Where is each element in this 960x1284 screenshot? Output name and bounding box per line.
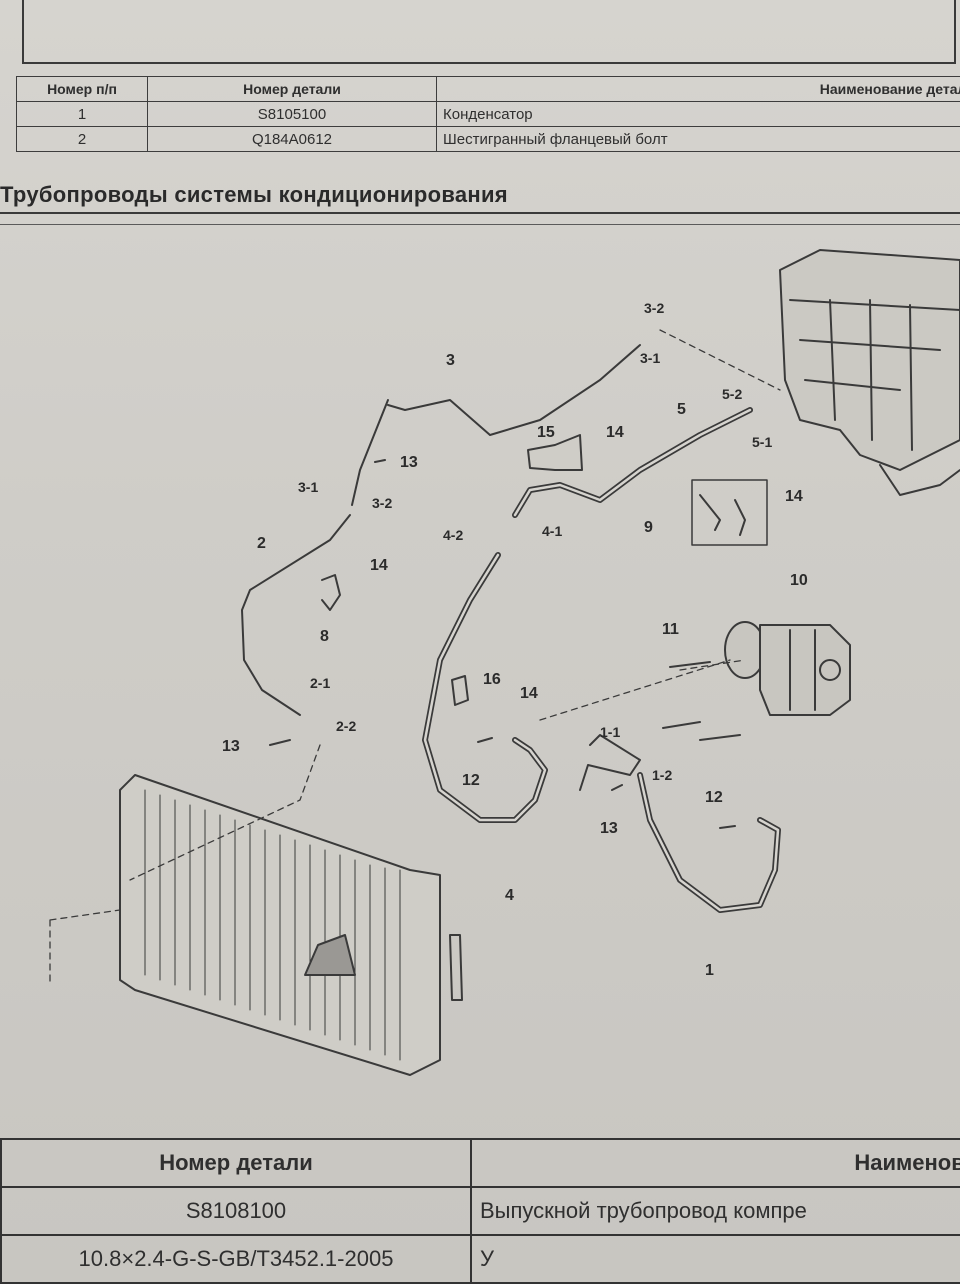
col-header-part-name: Наименован bbox=[471, 1139, 960, 1187]
label-1: 1 bbox=[705, 962, 714, 979]
clamp-8 bbox=[322, 575, 340, 610]
label-4-1: 4-1 bbox=[542, 523, 562, 539]
label-3-2: 3-2 bbox=[372, 495, 392, 511]
label-5-1: 5-1 bbox=[752, 434, 772, 450]
label-3-2-top: 3-2 bbox=[644, 300, 664, 316]
label-12-a: 12 bbox=[462, 772, 480, 789]
condenser bbox=[120, 775, 462, 1075]
label-12-b: 12 bbox=[705, 789, 723, 806]
bracket-9-box bbox=[692, 480, 767, 545]
label-4-2: 4-2 bbox=[443, 527, 463, 543]
label-2: 2 bbox=[257, 535, 266, 552]
label-13-a: 13 bbox=[400, 454, 418, 471]
label-14-b: 14 bbox=[785, 488, 803, 505]
label-11: 11 bbox=[662, 621, 679, 638]
clamp-16 bbox=[452, 676, 468, 705]
label-2-1: 2-1 bbox=[310, 675, 330, 691]
label-14-d: 14 bbox=[520, 685, 538, 702]
col-header-part-number: Номер детали bbox=[1, 1139, 471, 1187]
label-3-1-top: 3-1 bbox=[640, 350, 660, 366]
label-8: 8 bbox=[320, 628, 329, 645]
pipe-3 bbox=[388, 345, 640, 435]
cell-part-number: S8108100 bbox=[1, 1187, 471, 1235]
hvac-unit bbox=[780, 250, 960, 495]
label-14-a: 14 bbox=[606, 424, 624, 441]
label-13-c: 13 bbox=[600, 820, 618, 837]
label-14-c: 14 bbox=[370, 557, 388, 574]
table-row: 10.8×2.4-G-S-GB/T3452.1-2005 У bbox=[1, 1235, 960, 1283]
label-13-b: 13 bbox=[222, 738, 240, 755]
table-header-row: Номер детали Наименован bbox=[1, 1139, 960, 1187]
label-4: 4 bbox=[505, 887, 514, 904]
label-5-2: 5-2 bbox=[722, 386, 742, 402]
label-3: 3 bbox=[446, 352, 455, 369]
label-3-1: 3-1 bbox=[298, 479, 318, 495]
cell-part-name: У bbox=[471, 1235, 960, 1283]
compressor bbox=[725, 622, 850, 715]
label-1-1: 1-1 bbox=[600, 724, 620, 740]
label-16: 16 bbox=[483, 671, 501, 688]
label-2-2: 2-2 bbox=[336, 718, 356, 734]
cell-part-name: Выпускной трубопровод компре bbox=[471, 1187, 960, 1235]
label-5: 5 bbox=[677, 401, 686, 418]
label-1-2: 1-2 bbox=[652, 767, 672, 783]
label-15: 15 bbox=[537, 424, 555, 441]
parts-table-bottom: Номер детали Наименован S8108100 Выпускн… bbox=[0, 1138, 960, 1284]
label-9: 9 bbox=[644, 519, 653, 536]
cell-part-number: 10.8×2.4-G-S-GB/T3452.1-2005 bbox=[1, 1235, 471, 1283]
label-10: 10 bbox=[790, 572, 808, 589]
table-row: S8108100 Выпускной трубопровод компре bbox=[1, 1187, 960, 1235]
